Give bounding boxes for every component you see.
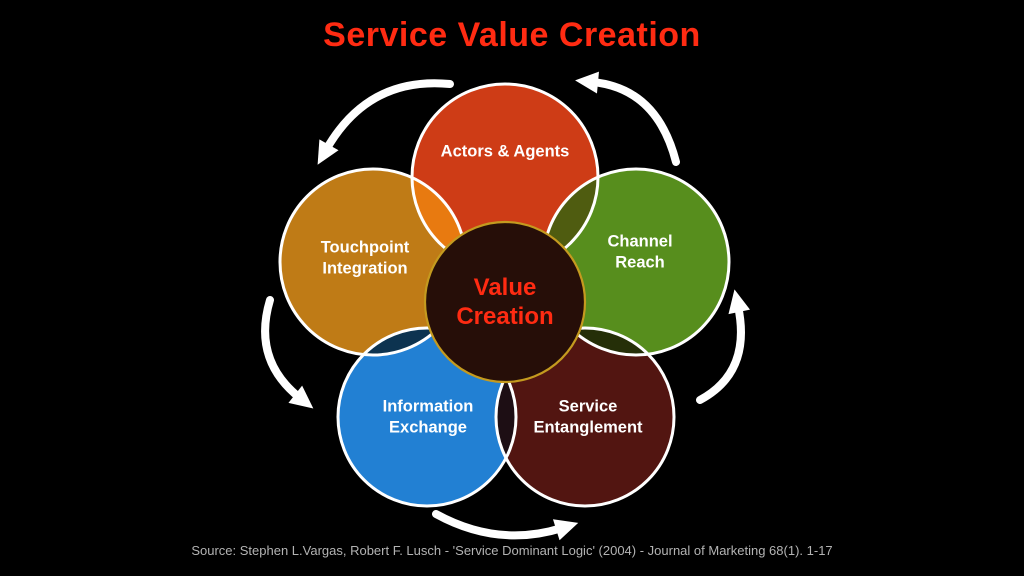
label-touchpoint-line1: Touchpoint — [320, 238, 410, 257]
label-value-creation-line1: Value — [473, 274, 537, 302]
label-service-line2: Entanglement — [533, 418, 643, 436]
outline-service-entanglement — [494, 326, 676, 508]
label-touchpoint-line2: Integration — [322, 259, 408, 277]
label-channel-line1: Channel — [607, 232, 673, 251]
cycle-arrow-left — [261, 296, 314, 409]
label-information-line1: Information — [382, 397, 474, 416]
label-touchpoint-integration: Touchpoint Integration — [321, 237, 410, 278]
cycle-arrow-right — [696, 289, 751, 404]
center-disc — [425, 222, 585, 382]
cycle-arrow-bottom — [432, 510, 579, 541]
source-citation: Source: Stephen L.Vargas, Robert F. Lusc… — [191, 543, 833, 558]
label-information-line2: Exchange — [389, 418, 467, 436]
cycle-arrow-top-right — [575, 71, 680, 166]
center-ring — [423, 220, 587, 384]
label-service-entanglement: Service Entanglement — [533, 396, 642, 437]
label-actors-agents-text: Actors & Agents — [440, 142, 570, 161]
label-channel-line2: Reach — [615, 253, 665, 271]
label-channel-reach: Channel Reach — [607, 231, 672, 272]
label-service-line1: Service — [558, 397, 618, 416]
label-actors-agents: Actors & Agents — [441, 142, 570, 163]
slide-title: Service Value Creation — [323, 16, 701, 54]
outline-information-exchange — [336, 326, 518, 508]
label-value-creation: Value Creation — [456, 274, 553, 332]
cycle-arrow-top-left — [317, 79, 454, 165]
label-value-creation-line2: Creation — [456, 303, 554, 330]
label-information-exchange: Information Exchange — [383, 396, 474, 437]
